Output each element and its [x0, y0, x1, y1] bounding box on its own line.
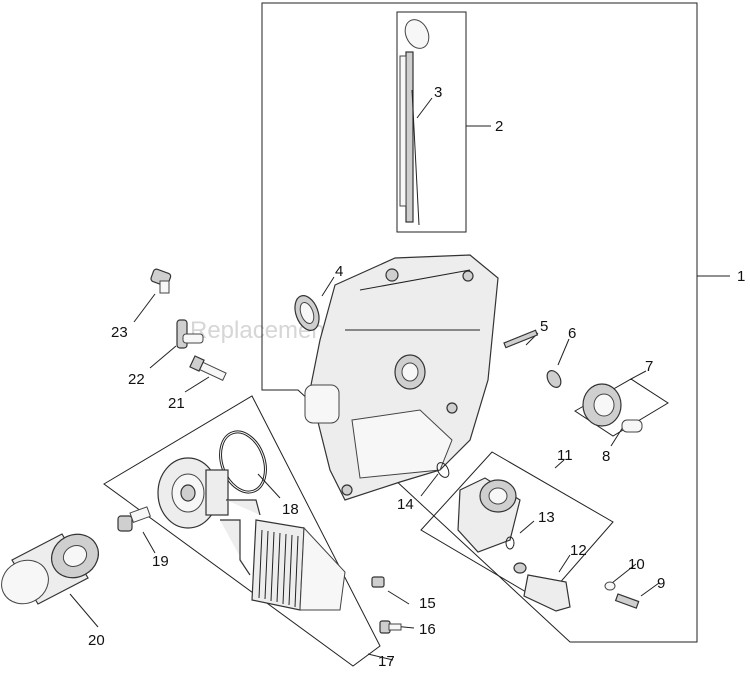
callout-20: 20: [88, 632, 105, 649]
group-frame-1: [261, 2, 698, 643]
callout-14: 14: [397, 496, 414, 513]
callout-10: 10: [628, 556, 645, 573]
o-ring-part: [436, 462, 450, 478]
elbow-part: [176, 319, 204, 349]
oil-cooler-part: [157, 457, 346, 611]
shaft-part: [621, 419, 643, 433]
gear-part: [582, 383, 622, 427]
callout-18: 18: [282, 501, 299, 518]
callout-17: 17: [378, 653, 395, 670]
callout-4: 4: [335, 263, 343, 280]
oil-pump-part: [457, 477, 521, 553]
relief-valve-part: [513, 562, 571, 612]
callout-16: 16: [419, 621, 436, 638]
group-frame-2: [396, 11, 467, 233]
screw-part: [614, 593, 640, 609]
small-ring-part: [505, 536, 515, 550]
callout-12: 12: [570, 542, 587, 559]
callout-8: 8: [602, 448, 610, 465]
washer-small-part: [604, 581, 616, 591]
callout-15: 15: [419, 595, 436, 612]
callout-5: 5: [540, 318, 548, 335]
callout-22: 22: [128, 371, 145, 388]
washer-part: [546, 370, 562, 388]
cooler-fitting-part: [117, 506, 151, 532]
callout-1: 1: [737, 268, 745, 285]
callout-6: 6: [568, 325, 576, 342]
group-frame-17: [103, 395, 381, 667]
callout-13: 13: [538, 509, 555, 526]
callout-7: 7: [645, 358, 653, 375]
group-frame-11: [420, 451, 614, 603]
closure-plate-part: [304, 254, 499, 501]
pin-part: [503, 329, 539, 349]
callout-21: 21: [168, 395, 185, 412]
nut-part: [371, 576, 385, 588]
callout-19: 19: [152, 553, 169, 570]
callout-23: 23: [111, 324, 128, 341]
cooler-bolt-part: [379, 620, 402, 634]
bolt-part: [189, 355, 227, 382]
callout-labels: 1 2 3 4 5 6 7 8 9 10 11 12 13 14 15 16 1…: [88, 84, 745, 670]
callout-2: 2: [495, 118, 503, 135]
callout-9: 9: [657, 575, 665, 592]
callout-11: 11: [557, 447, 573, 464]
leader-lines: [69, 97, 730, 661]
fitting-part: [150, 268, 172, 294]
callout-3: 3: [434, 84, 442, 101]
dipstick-part: [399, 19, 430, 226]
oil-filter-part: [1, 533, 99, 605]
